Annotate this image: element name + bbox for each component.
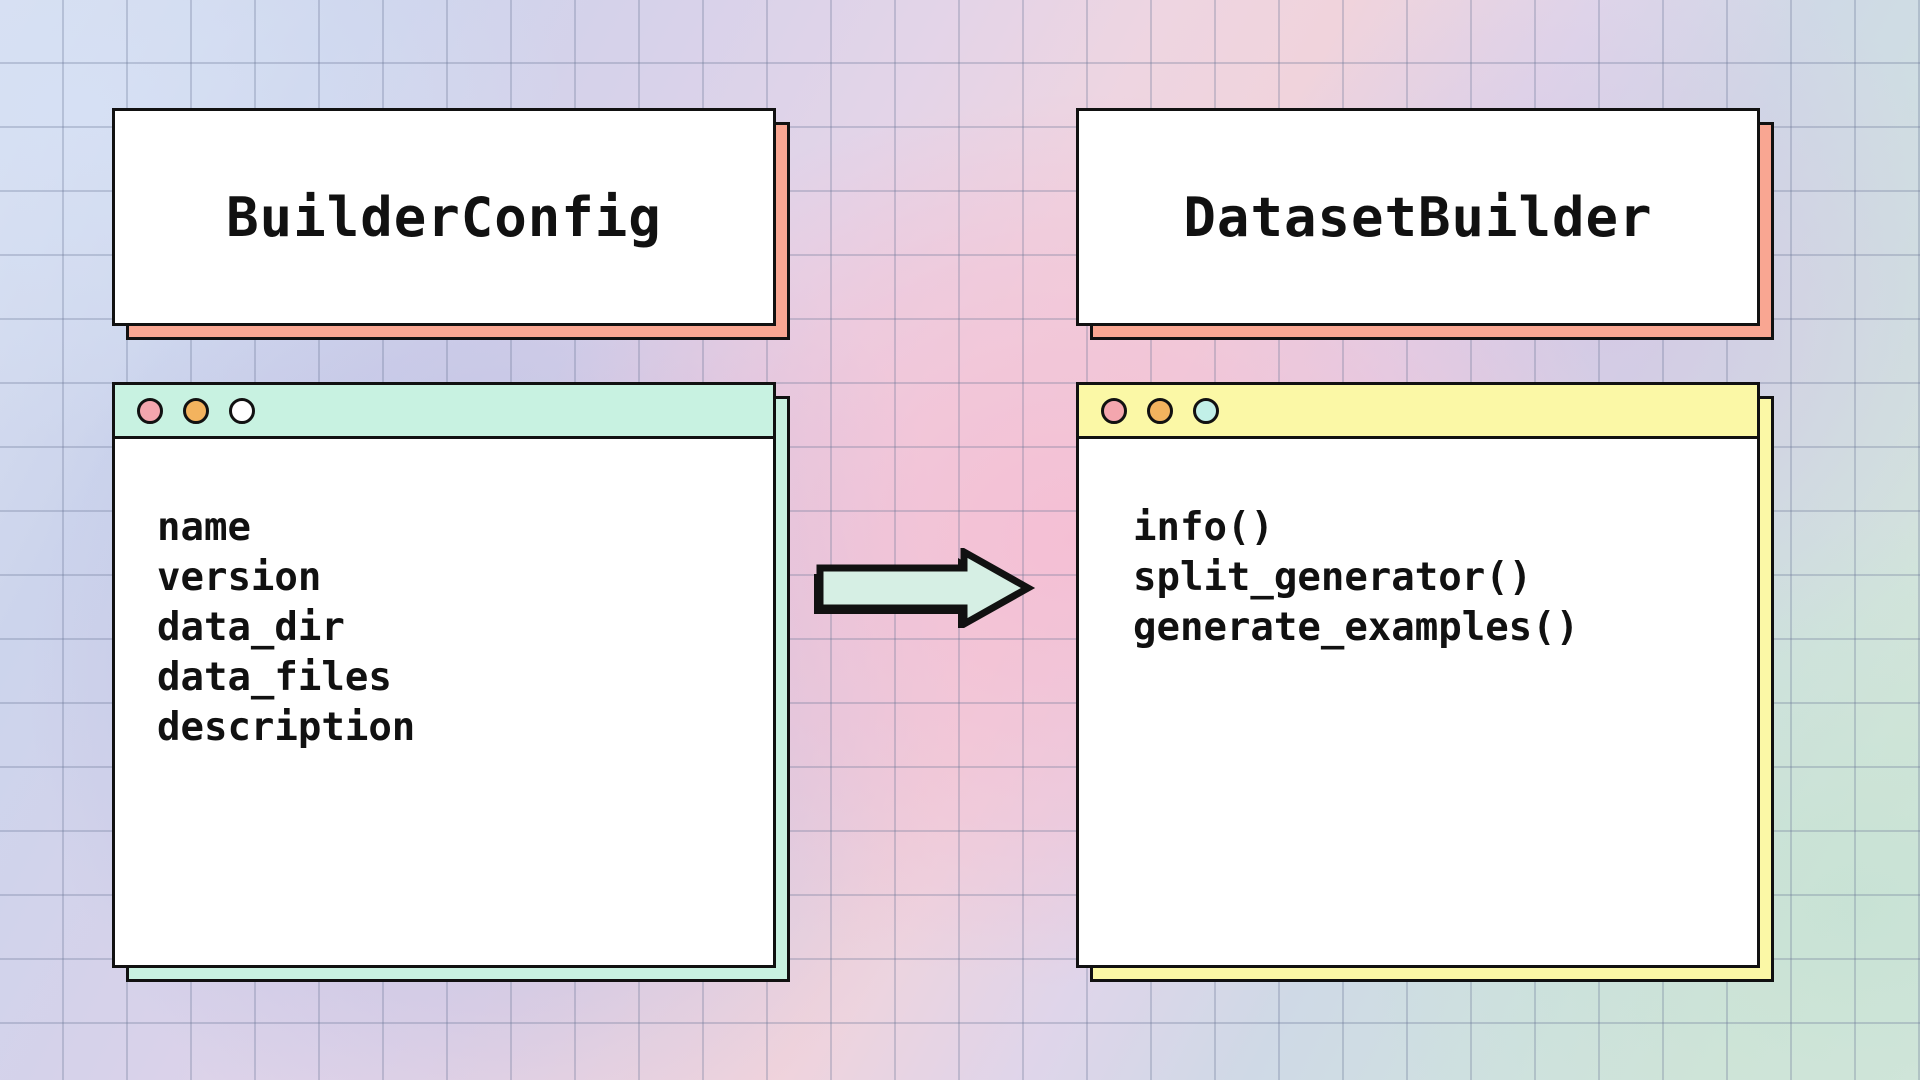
title-card-face-left: BuilderConfig (112, 108, 776, 326)
title-card-builderconfig[interactable]: BuilderConfig (112, 108, 790, 340)
maximize-dot-icon[interactable] (1193, 397, 1219, 424)
close-dot-icon[interactable] (1101, 397, 1127, 424)
window-titlebar-left (115, 385, 773, 439)
window-card-face-left: name version data_dir data_files descrip… (112, 382, 776, 968)
field-name: name (157, 505, 251, 550)
window-body-right: info() split_generator() generate_exampl… (1079, 439, 1757, 965)
flow-arrow-icon (814, 548, 1036, 628)
window-card-datasetbuilder[interactable]: info() split_generator() generate_exampl… (1076, 382, 1774, 982)
window-card-builderconfig[interactable]: name version data_dir data_files descrip… (112, 382, 790, 982)
close-dot-icon[interactable] (137, 397, 163, 424)
minimize-dot-icon[interactable] (1147, 397, 1173, 424)
field-data-files: data_files (157, 655, 392, 700)
window-body-left: name version data_dir data_files descrip… (115, 439, 773, 965)
flow-arrow-body (816, 548, 1036, 628)
field-description: description (157, 705, 416, 750)
title-card-datasetbuilder[interactable]: DatasetBuilder (1076, 108, 1774, 340)
field-data-dir: data_dir (157, 605, 345, 650)
field-version: version (157, 555, 322, 600)
title-card-face-right: DatasetBuilder (1076, 108, 1760, 326)
method-generate-examples: generate_examples() (1133, 605, 1580, 650)
title-label-builderconfig: BuilderConfig (226, 185, 662, 249)
method-info: info() (1133, 505, 1274, 550)
method-split-generator: split_generator() (1133, 555, 1533, 600)
window-card-face-right: info() split_generator() generate_exampl… (1076, 382, 1760, 968)
window-titlebar-right (1079, 385, 1757, 439)
minimize-dot-icon[interactable] (183, 397, 209, 424)
maximize-dot-icon[interactable] (229, 397, 255, 424)
title-label-datasetbuilder: DatasetBuilder (1183, 185, 1653, 249)
